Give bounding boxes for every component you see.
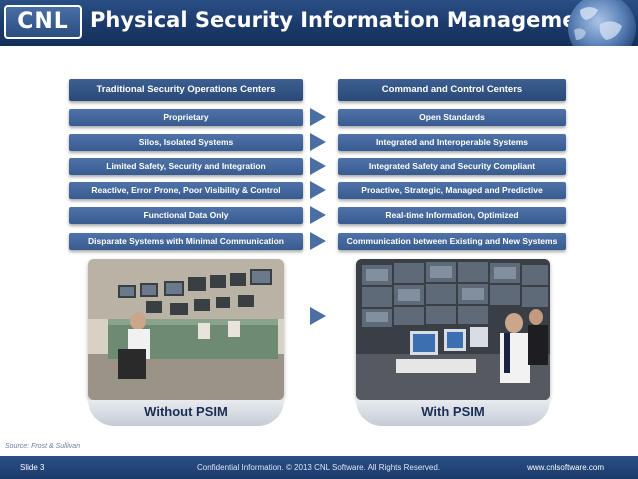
right-row-4: Proactive, Strategic, Managed and Predic… [338, 182, 566, 199]
right-column-header: Command and Control Centers [338, 79, 566, 101]
confidential-notice: Confidential Information. © 2013 CNL Sof… [197, 463, 441, 472]
arrow-right-icon [310, 181, 326, 199]
right-row-1: Open Standards [338, 109, 566, 126]
arrow-right-icon [310, 232, 326, 250]
arrow-right-icon [310, 108, 326, 126]
photo-traditional-control-room [88, 259, 284, 400]
caption-with-psim: With PSIM [356, 400, 550, 426]
photo-psim-control-room [356, 259, 550, 400]
left-column-header: Traditional Security Operations Centers [69, 79, 303, 101]
arrow-right-icon [310, 206, 326, 224]
website-link[interactable]: www.cnlsoftware.com [527, 463, 604, 472]
left-row-1: Proprietary [69, 109, 303, 126]
cnl-logo: CNL [4, 5, 82, 39]
arrow-right-icon [310, 157, 326, 175]
left-row-4: Reactive, Error Prone, Poor Visibility &… [69, 182, 303, 199]
right-row-2: Integrated and Interoperable Systems [338, 134, 566, 151]
left-row-5: Functional Data Only [69, 207, 303, 224]
source-note: Source: Frost & Sullivan [5, 443, 81, 450]
slide-title: Physical Security Information Management [90, 8, 602, 32]
slide-number: Slide 3 [20, 463, 45, 472]
globe-icon [550, 0, 636, 46]
right-row-5: Real-time Information, Optimized [338, 207, 566, 224]
arrow-right-icon [310, 133, 326, 151]
left-row-3: Limited Safety, Security and Integration [69, 158, 303, 175]
footer-bar: Slide 3 Confidential Information. © 2013… [0, 456, 638, 479]
left-row-2: Silos, Isolated Systems [69, 134, 303, 151]
right-row-6: Communication between Existing and New S… [338, 233, 566, 250]
arrow-right-icon [310, 307, 326, 325]
caption-without-psim: Without PSIM [88, 400, 284, 426]
right-row-3: Integrated Safety and Security Compliant [338, 158, 566, 175]
title-bar: CNL Physical Security Information Manage… [0, 0, 638, 46]
left-row-6: Disparate Systems with Minimal Communica… [69, 233, 303, 250]
